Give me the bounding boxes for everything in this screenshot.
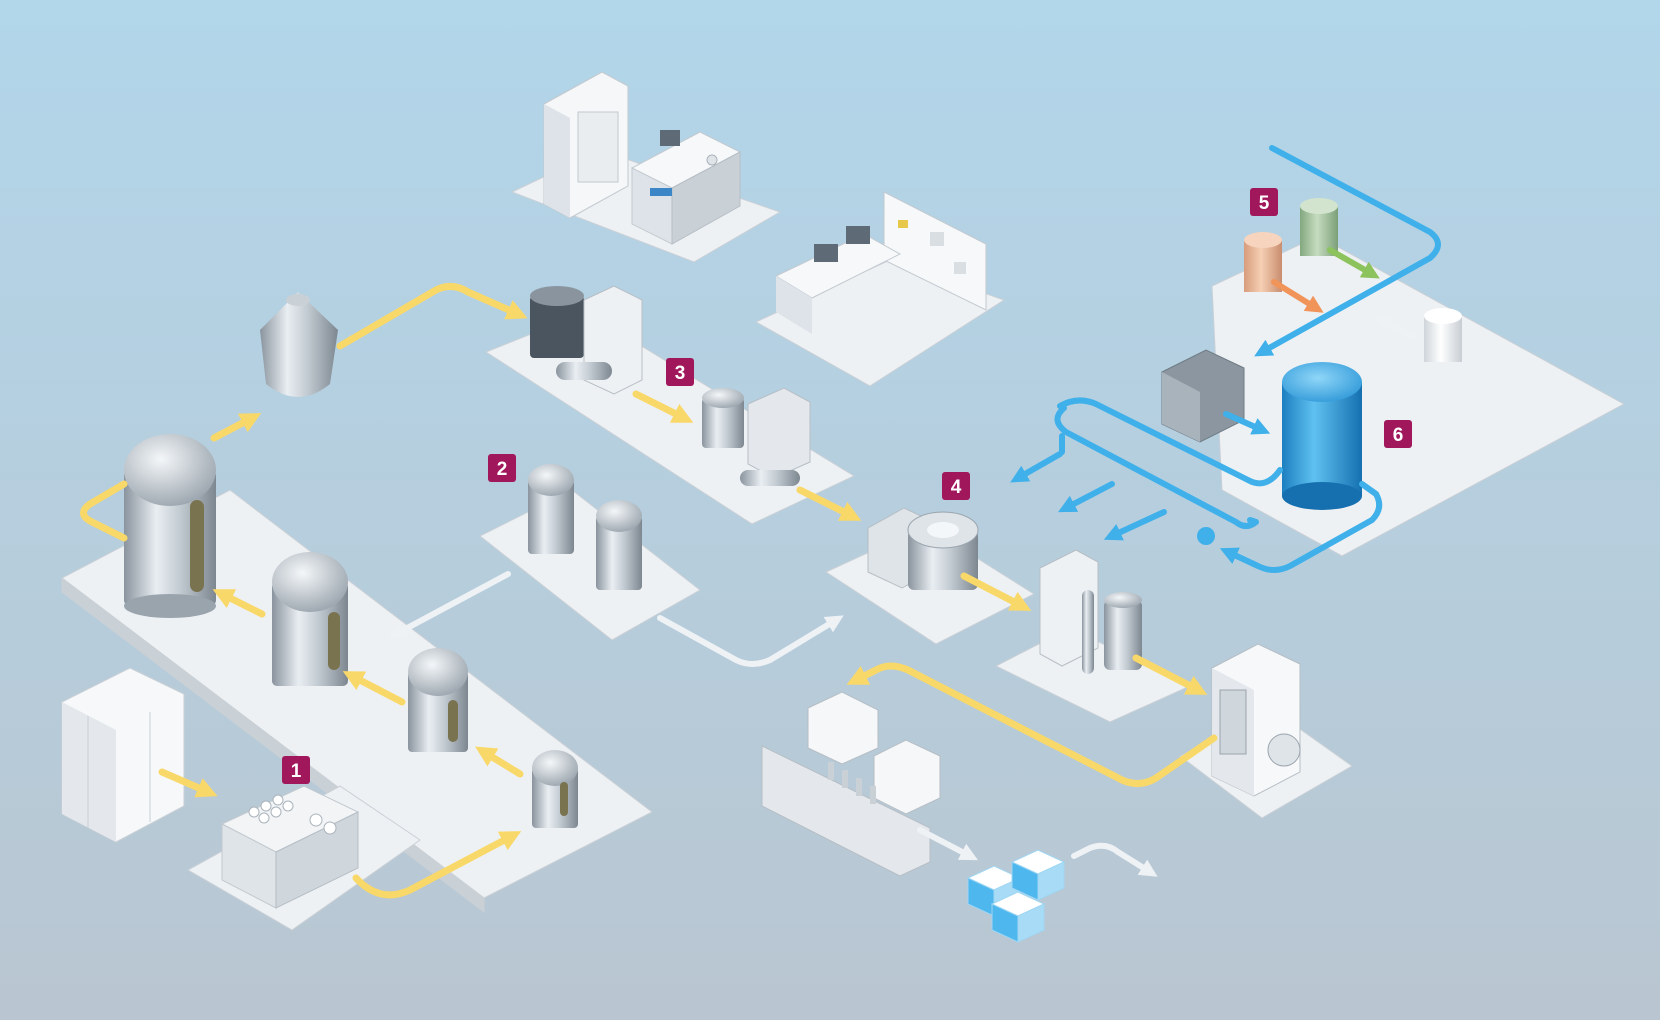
filtration-skid [1039, 549, 1142, 674]
step-badge-label: 1 [291, 761, 302, 782]
monitor-icon [814, 244, 838, 262]
chromatography-system [867, 507, 979, 590]
instrument-icon [650, 188, 672, 196]
ingredient-arrow-green [1327, 247, 1380, 279]
step-badge-4: 4 [942, 472, 970, 500]
process-flow-arrows [80, 283, 1218, 899]
step-badge-5: 5 [1250, 188, 1278, 216]
water-junction-icon [1197, 527, 1215, 545]
harvest-equipment [530, 285, 811, 486]
step-badge-label: 4 [951, 477, 962, 498]
step-badge-label: 6 [1393, 425, 1404, 446]
supply-flow-arrows [388, 315, 1417, 877]
step-badge-label: 5 [1259, 193, 1270, 214]
ingredient-arrow-orange [1271, 279, 1324, 313]
media-prep-tanks [528, 464, 642, 590]
step-badge-1: 1 [282, 756, 310, 784]
laptop-icon [660, 130, 680, 146]
fermenters [124, 292, 578, 828]
filling-line [761, 691, 941, 877]
step-badge-3: 3 [666, 358, 694, 386]
step-badge-2: 2 [488, 454, 516, 482]
step-badge-6: 6 [1384, 420, 1412, 448]
storage-cabinet [61, 667, 185, 843]
control-room [774, 191, 987, 334]
water-flow-arrows [1010, 145, 1441, 573]
step-badge-label: 2 [497, 459, 508, 480]
monitor-icon [846, 226, 870, 244]
laboratory [543, 71, 742, 245]
step-badge-label: 3 [675, 363, 686, 384]
water-system [1161, 198, 1462, 510]
inoculum-incubator [220, 785, 360, 909]
fill-finish-isolator [1211, 643, 1301, 797]
packaged-product [966, 849, 1066, 943]
